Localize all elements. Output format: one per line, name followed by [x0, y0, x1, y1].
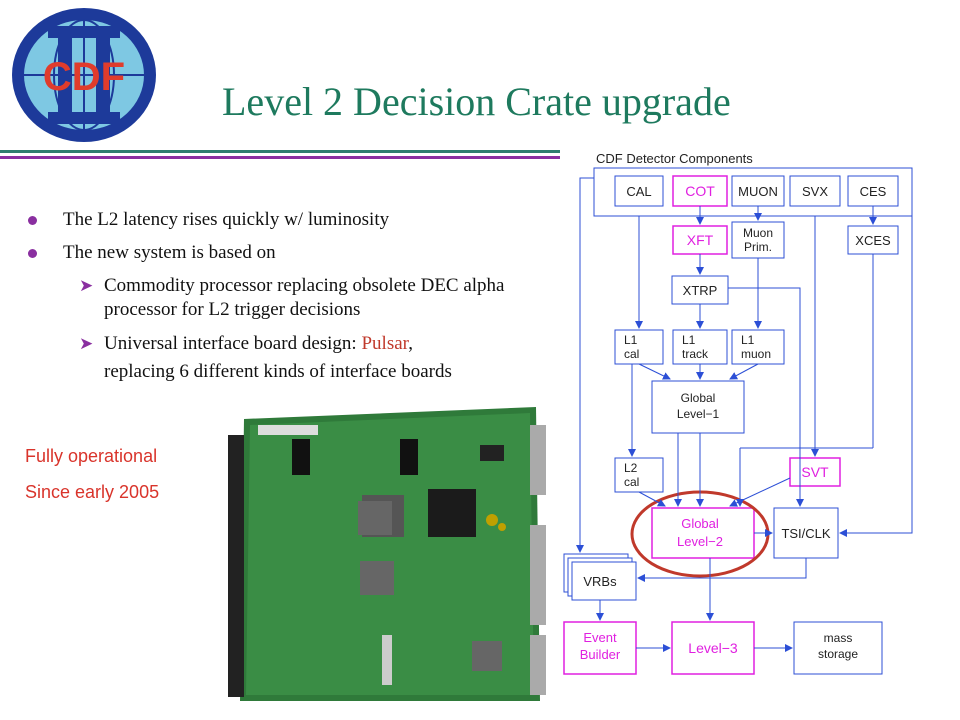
label-event-builder-2: Builder [580, 647, 621, 662]
sub-bullet-text: Commodity processor replacing obsolete D… [104, 275, 505, 320]
label-vrbs: VRBs [583, 574, 617, 589]
bullet-list: The L2 latency rises quickly w/ luminosi… [25, 208, 565, 384]
label-global-level2-1: Global [681, 516, 719, 531]
label-xft: XFT [687, 232, 714, 248]
label-xtrp: XTRP [683, 283, 718, 298]
label-l1-cal-2: cal [624, 347, 639, 361]
label-tsi-clk: TSI/CLK [781, 526, 830, 541]
sub-bullet-text: Universal interface board design: [104, 333, 362, 354]
label-l1-track-2: track [682, 347, 709, 361]
label-cal: CAL [626, 184, 651, 199]
label-level3: Level−3 [688, 640, 738, 656]
box-ces [847, 175, 899, 207]
sub-bullet-continuation: replacing 6 different kinds of interface… [104, 361, 452, 382]
box-global-level2 [651, 507, 755, 559]
cdf-logo: CDF [12, 8, 156, 142]
sub-bullet-item: ➤ Universal interface board design: Pulsa… [25, 332, 565, 356]
box-cot [672, 175, 728, 207]
label-muon-prim-1: Muon [743, 226, 773, 240]
box-xtrp [671, 275, 729, 305]
label-l1-muon-1: L1 [741, 333, 755, 347]
logo-text: CDF [43, 55, 125, 99]
label-l2-cal-2: cal [624, 475, 639, 489]
box-l2-cal [614, 457, 664, 493]
page-title: Level 2 Decision Crate upgrade [222, 79, 731, 124]
box-l1-muon [731, 329, 785, 365]
box-l1-track [672, 329, 728, 365]
divider-line-top [0, 150, 560, 153]
box-cal [614, 175, 664, 207]
label-xces: XCES [855, 233, 891, 248]
box-svx [789, 175, 841, 207]
box-xces [847, 225, 899, 255]
label-muon-prim-2: Prim. [744, 240, 772, 254]
bullet-item: The new system is based on [25, 241, 565, 265]
box-l1-cal [614, 329, 664, 365]
status-note-line2: Since early 2005 [25, 482, 160, 502]
box-muon [731, 175, 785, 207]
bullet-text: The new system is based on [63, 242, 276, 263]
diagram-title: CDF Detector Components [596, 151, 753, 166]
bullet-dot-icon [28, 249, 37, 258]
label-svx: SVX [802, 184, 828, 199]
sub-bullet-item: ➤ Commodity processor replacing obsolete … [25, 274, 565, 322]
label-global-level1-1: Global [681, 391, 716, 405]
label-muon: MUON [738, 184, 778, 199]
box-vrbs [571, 561, 637, 601]
label-event-builder-1: Event [583, 630, 617, 645]
arrow-bullet-icon: ➤ [79, 276, 94, 296]
label-mass-storage-2: storage [818, 647, 858, 661]
label-global-level2-2: Level−2 [677, 534, 723, 549]
label-ces: CES [860, 184, 887, 199]
label-l2-cal-1: L2 [624, 461, 638, 475]
label-l1-muon-2: muon [741, 347, 771, 361]
cdf-detector-diagram: CDF Detector Components CAL COT MUON SVX… [560, 148, 960, 708]
box-svt [789, 457, 841, 487]
bullet-text: The L2 latency rises quickly w/ luminosi… [63, 209, 390, 230]
label-mass-storage-1: mass [824, 631, 853, 645]
box-muon-prim [731, 221, 785, 259]
box-mass-storage [793, 621, 883, 675]
label-svt: SVT [801, 464, 829, 480]
label-l1-cal-1: L1 [624, 333, 638, 347]
label-l1-track-1: L1 [682, 333, 696, 347]
pulsar-highlight: Pulsar [361, 333, 409, 354]
label-global-level1-2: Level−1 [677, 407, 720, 421]
sub-bullet-suffix: , [408, 333, 413, 354]
bullet-dot-icon [28, 216, 37, 225]
status-note-line1: Fully operational [25, 446, 158, 466]
box-tsi-clk [773, 507, 839, 559]
pulsar-board-photo [222, 405, 552, 703]
bullet-item: The L2 latency rises quickly w/ luminosi… [25, 208, 565, 232]
arrow-bullet-icon: ➤ [79, 334, 94, 354]
box-global-level1 [651, 380, 745, 434]
divider-line-bottom [0, 156, 560, 159]
label-cot: COT [685, 183, 715, 199]
